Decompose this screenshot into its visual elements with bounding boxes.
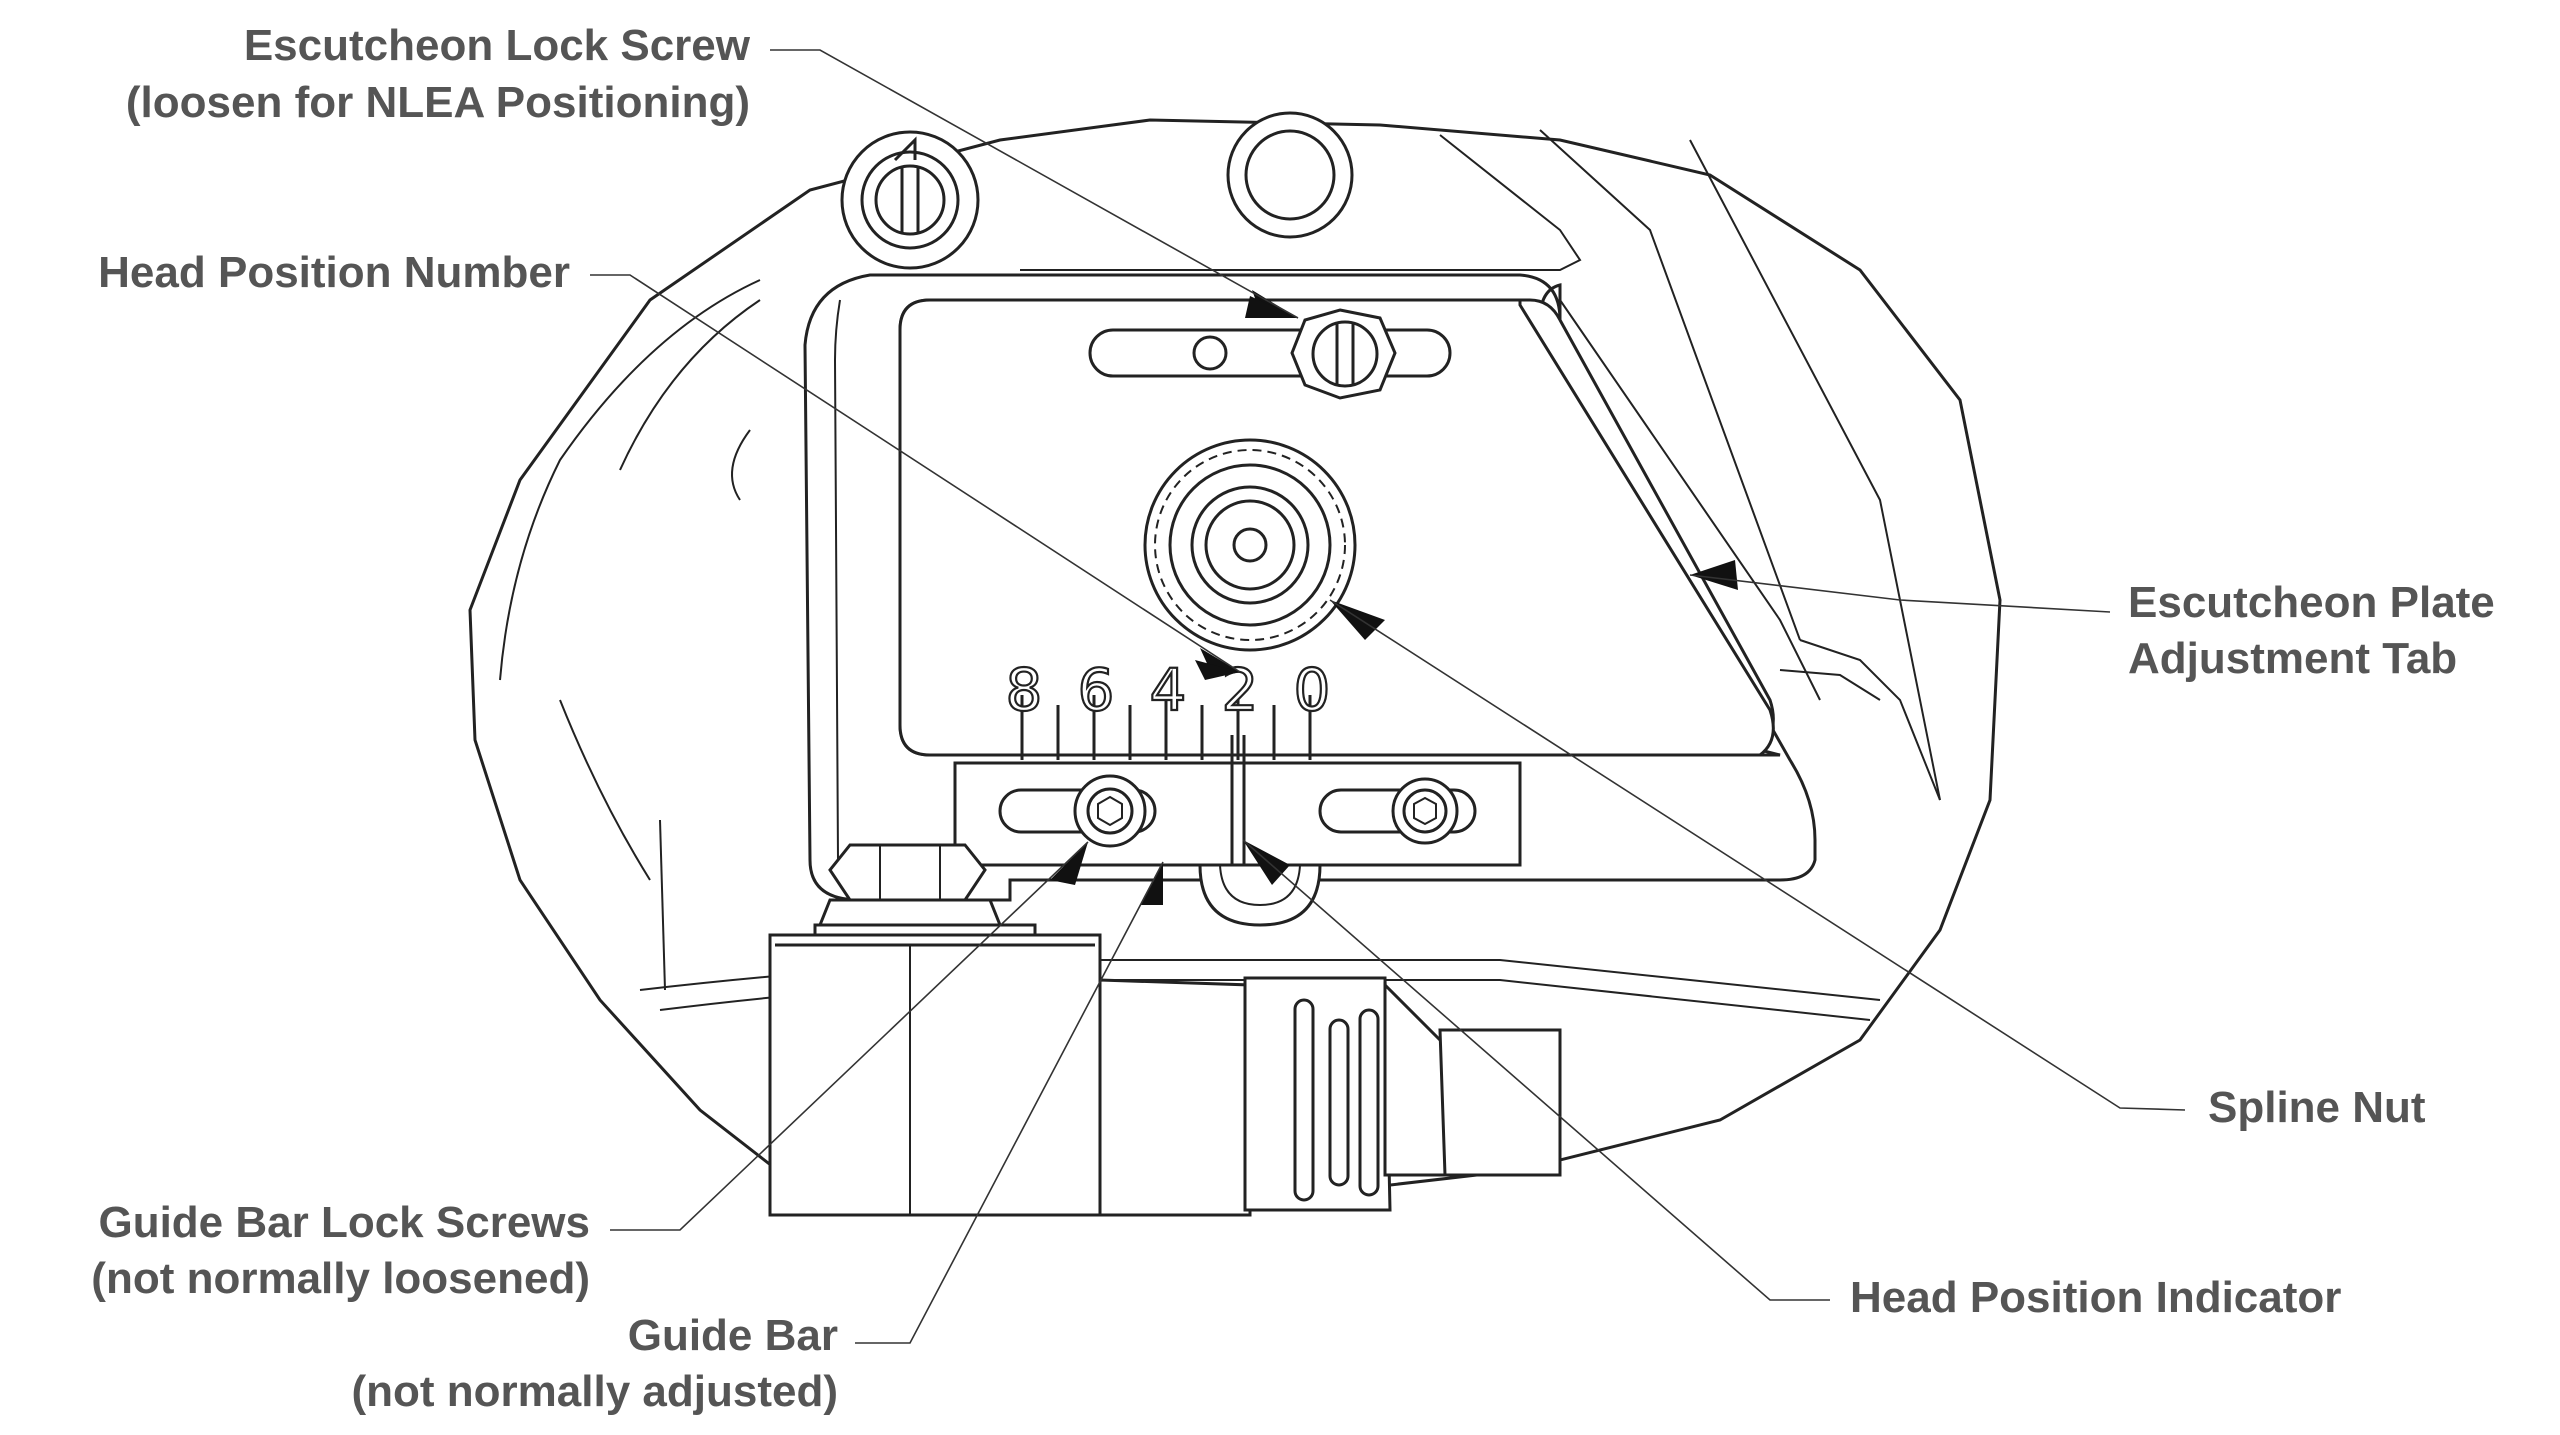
label-guide-bar-lock-screws-line1: Guide Bar Lock Screws [98,1198,590,1247]
label-spline-nut-line1: Spline Nut [2208,1083,2426,1132]
label-guide-bar-lock-screws-line2: (not normally loosened) [91,1254,590,1303]
scale-number-8: 8 [1006,656,1043,724]
escutcheon-lock-screw[interactable] [1088,308,1452,400]
label-spline-nut: Spline Nut [2208,1083,2426,1132]
spline-nut[interactable] [1143,438,1357,652]
label-guide-bar-line1: Guide Bar [628,1311,838,1360]
scale-number-4: 4 [1150,656,1187,724]
clamp-block [768,933,1562,1217]
label-escutcheon-lock-screw-line1: Escutcheon Lock Screw [244,21,751,70]
label-guide-bar-lock-screws: Guide Bar Lock Screws (not normally loos… [91,1198,590,1303]
label-escutcheon-plate-tab-line1: Escutcheon Plate [2128,578,2495,627]
label-escutcheon-lock-screw-line2: (loosen for NLEA Positioning) [126,78,750,127]
label-head-position-indicator-line1: Head Position Indicator [1850,1273,2341,1322]
label-head-position-number-line1: Head Position Number [98,248,570,297]
label-head-position-number: Head Position Number [98,248,570,297]
label-escutcheon-plate-tab-line2: Adjustment Tab [2128,634,2457,683]
scale-number-0: 0 [1294,656,1331,724]
guide-bar-lock-screw-left[interactable] [1073,774,1147,848]
head-position-number: 2 [1222,656,1259,724]
label-guide-bar-line2: (not normally adjusted) [352,1367,838,1416]
label-head-position-indicator: Head Position Indicator [1850,1273,2341,1322]
label-guide-bar: Guide Bar (not normally adjusted) [352,1311,838,1416]
scale-number-6: 6 [1078,656,1115,724]
leader-lines [590,49,2186,1344]
guide-bar-lock-screw-right[interactable] [1391,777,1459,845]
position-scale: 8 6 4 2 0 [1004,655,1332,760]
label-escutcheon-lock-screw: Escutcheon Lock Screw (loosen for NLEA P… [126,21,751,127]
label-escutcheon-plate-tab: Escutcheon Plate Adjustment Tab [2128,578,2495,683]
